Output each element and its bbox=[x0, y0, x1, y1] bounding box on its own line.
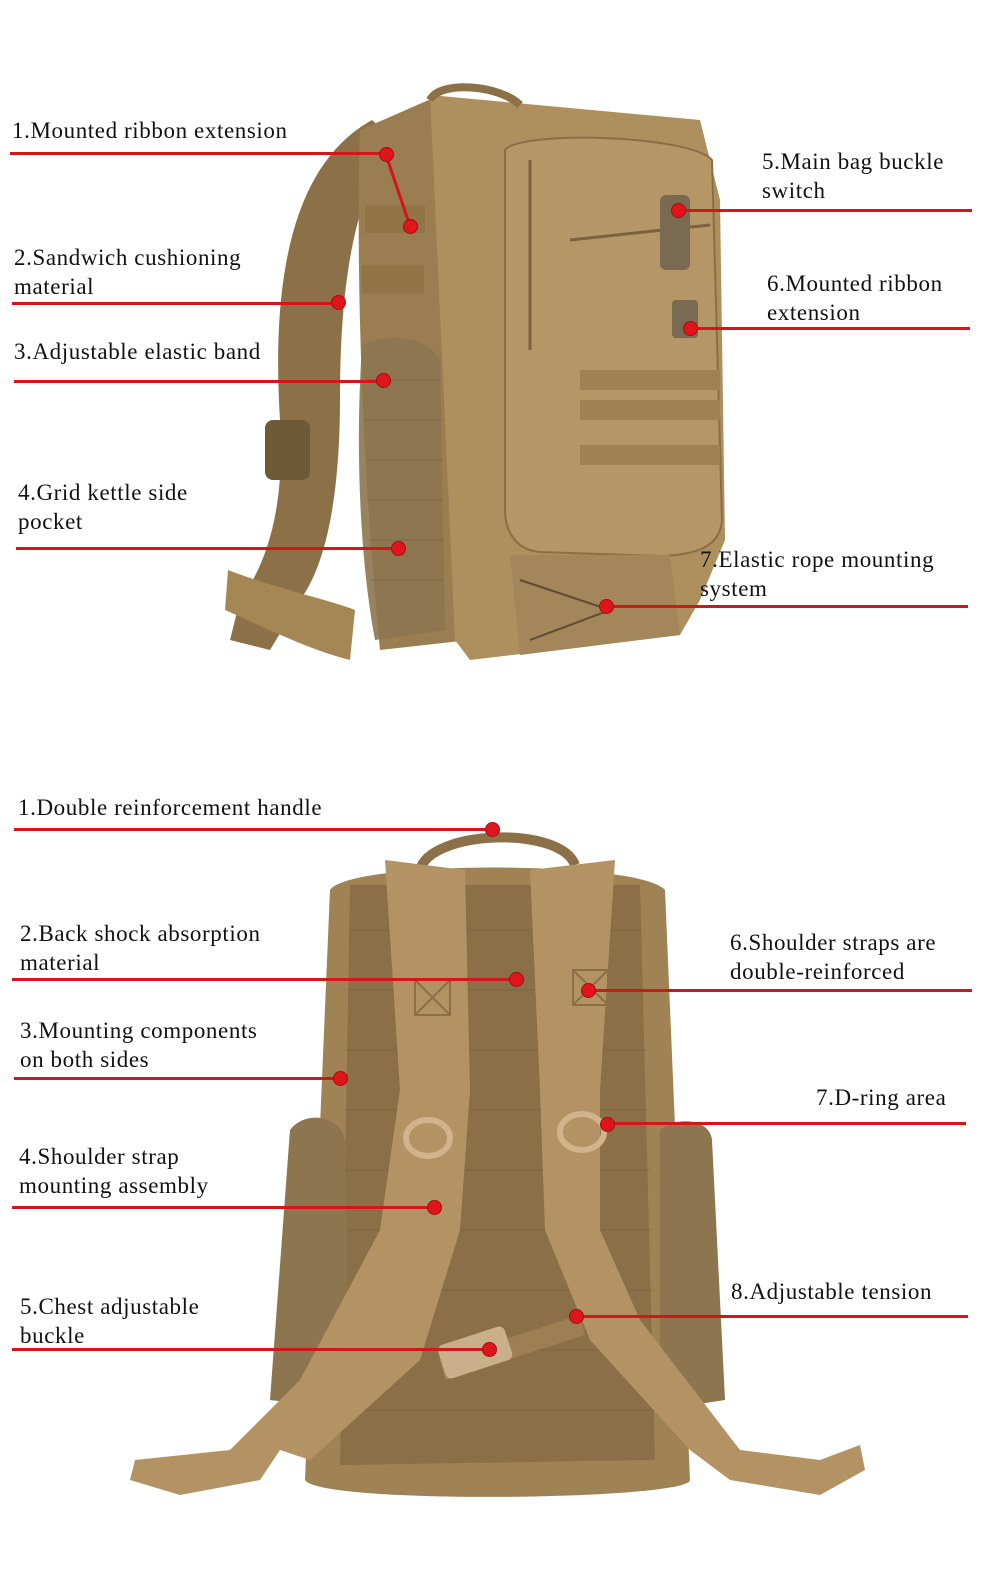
back-callout-dot-6 bbox=[581, 983, 596, 998]
back-leader-8 bbox=[576, 1315, 968, 1318]
front-leader-3 bbox=[14, 380, 384, 383]
back-leader-1 bbox=[14, 828, 492, 831]
back-leader-3 bbox=[14, 1077, 340, 1080]
front-leader-4 bbox=[16, 547, 398, 550]
back-leader-2 bbox=[12, 978, 516, 981]
front-leader-6 bbox=[690, 327, 970, 330]
front-callout-dot-1a bbox=[379, 147, 394, 162]
back-label-1: 1.Double reinforcement handle bbox=[18, 795, 323, 820]
front-view-panel: 1.Mounted ribbon extension 2.Sandwich cu… bbox=[0, 0, 1000, 700]
back-callout-dot-2 bbox=[509, 972, 524, 987]
front-callout-dot-5 bbox=[671, 203, 686, 218]
back-callout-dot-7 bbox=[600, 1117, 615, 1132]
back-callout-dot-5 bbox=[482, 1342, 497, 1357]
front-callout-dot-2 bbox=[331, 295, 346, 310]
front-label-3: 3.Adjustable elastic band bbox=[14, 339, 261, 364]
front-leader-2 bbox=[12, 302, 338, 305]
back-leader-4 bbox=[12, 1206, 434, 1209]
back-leader-5 bbox=[12, 1348, 490, 1351]
back-callout-dot-3 bbox=[333, 1071, 348, 1086]
back-label-8: 8.Adjustable tension bbox=[731, 1279, 933, 1304]
front-leader-5 bbox=[678, 209, 972, 212]
back-callout-dot-1 bbox=[485, 822, 500, 837]
back-callout-dot-4 bbox=[427, 1200, 442, 1215]
front-callout-dot-4 bbox=[391, 541, 406, 556]
front-callout-dot-6 bbox=[683, 321, 698, 336]
front-callout-dot-3 bbox=[376, 373, 391, 388]
front-label-1: 1.Mounted ribbon extension bbox=[12, 118, 288, 143]
back-label-7: 7.D-ring area bbox=[816, 1085, 947, 1110]
back-view-panel: 1.Double reinforcement handle 2.Back sho… bbox=[0, 760, 1000, 1595]
back-leader-6 bbox=[588, 989, 972, 992]
front-leader-1 bbox=[10, 152, 388, 155]
front-callout-dot-7 bbox=[599, 599, 614, 614]
front-leader-7 bbox=[606, 605, 968, 608]
back-callout-dot-8 bbox=[569, 1309, 584, 1324]
front-leader-1-diagonal bbox=[384, 154, 412, 227]
front-callout-dot-1b bbox=[403, 219, 418, 234]
back-leader-7 bbox=[606, 1122, 966, 1125]
